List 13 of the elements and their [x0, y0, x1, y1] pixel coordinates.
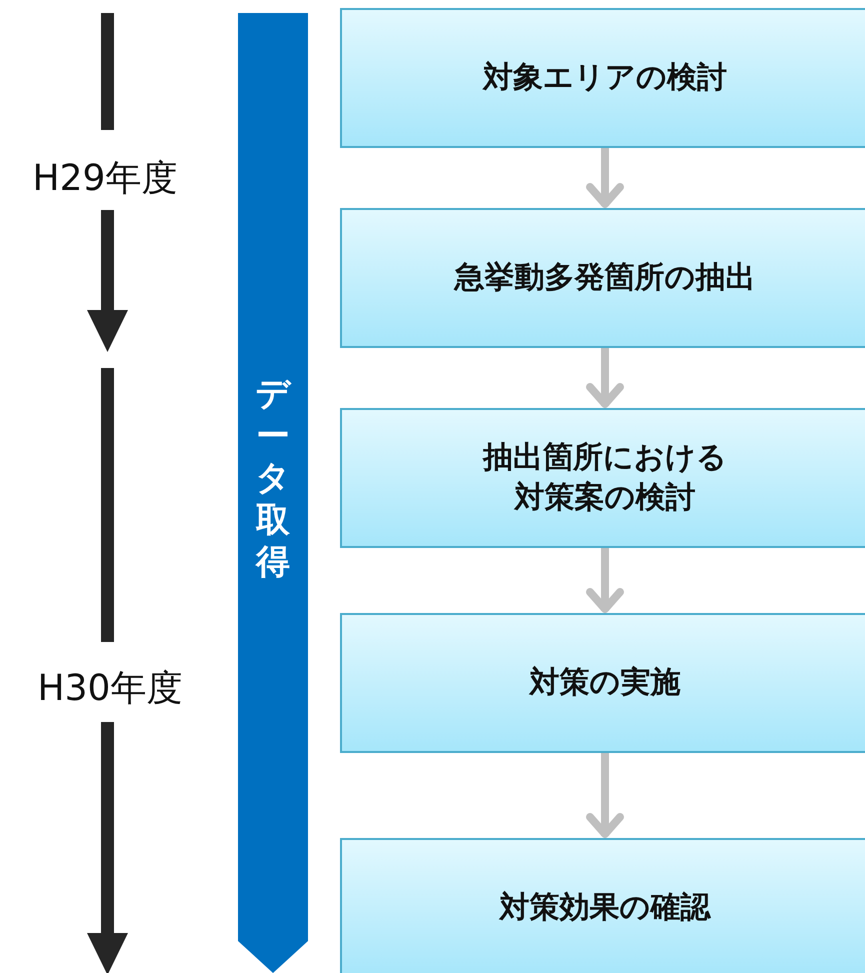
process-box: 抽出箇所における対策案の検討: [340, 408, 865, 548]
data-band: [238, 13, 308, 973]
arrow: [586, 348, 624, 408]
process-box: 対象エリアの検討: [340, 8, 865, 148]
arrow: [586, 548, 624, 613]
band-label: データ取得: [255, 373, 291, 583]
year-label: H29年度: [32, 156, 178, 200]
process-box: 対策の実施: [340, 613, 865, 753]
process-box: 対策効果の確認: [340, 838, 865, 973]
arrow: [586, 753, 624, 838]
arrow: [586, 148, 624, 208]
process-box: 急挙動多発箇所の抽出: [340, 208, 865, 348]
year-label: H30年度: [38, 666, 182, 710]
